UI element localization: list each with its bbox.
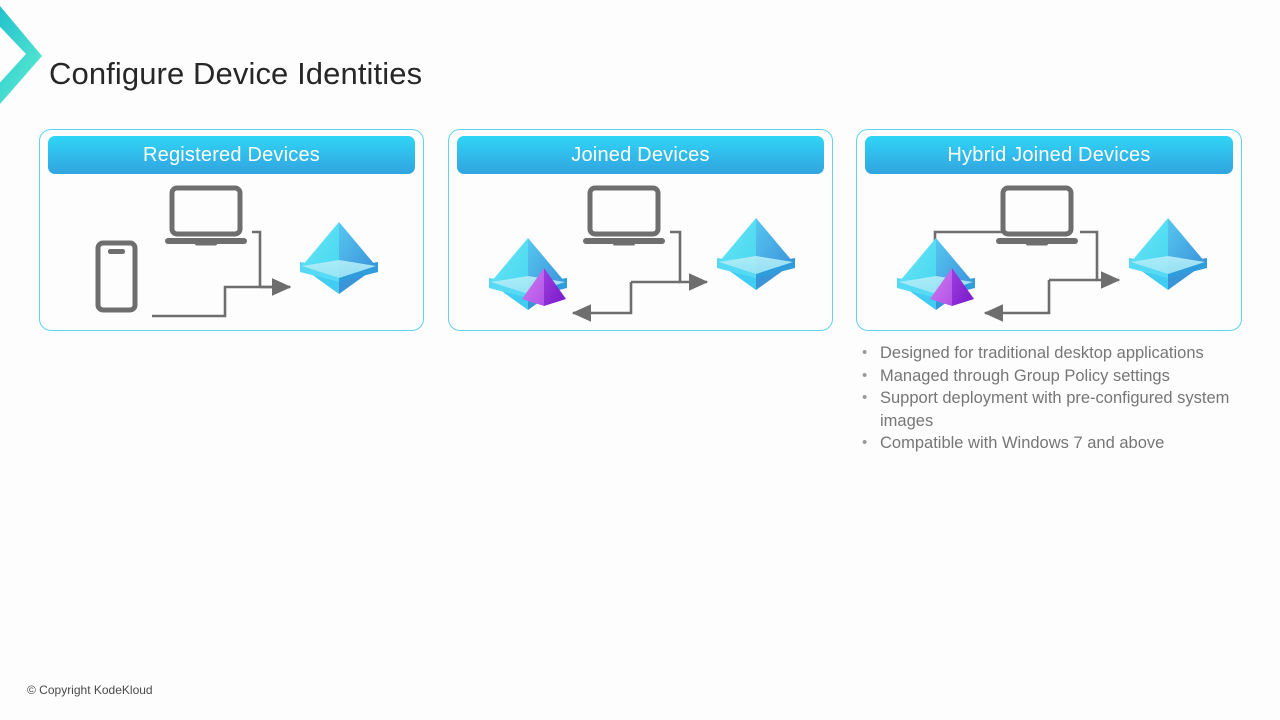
phone-icon <box>95 240 138 313</box>
bullet-marker: • <box>862 389 868 406</box>
hybrid-joined-feature-list: • Designed for traditional desktop appli… <box>862 342 1244 455</box>
bullet-marker: • <box>862 366 868 384</box>
hybrid-pyramid-icon <box>897 238 975 310</box>
card-joined-devices[interactable]: Joined Devices <box>448 129 833 331</box>
list-item: • Support deployment with pre-configured… <box>862 387 1244 432</box>
azure-ad-pyramid-icon <box>717 218 795 290</box>
hybrid-pyramid-icon <box>489 238 567 310</box>
connector-lines <box>152 230 292 318</box>
list-item: • Compatible with Windows 7 and above <box>862 432 1244 455</box>
laptop-icon <box>583 185 665 246</box>
card-body-registered <box>40 176 423 330</box>
page-title: Configure Device Identities <box>49 56 423 91</box>
card-body-hybrid <box>857 176 1241 330</box>
azure-ad-pyramid-icon <box>1129 218 1207 290</box>
card-body-joined <box>449 176 832 330</box>
chevron-right-icon <box>0 4 46 108</box>
card-title-joined: Joined Devices <box>571 143 710 166</box>
laptop-icon <box>165 185 247 246</box>
card-header-registered: Registered Devices <box>48 136 415 174</box>
bullet-marker: • <box>862 434 868 451</box>
list-item-text: Managed through Group Policy settings <box>880 366 1170 385</box>
diagram-hybrid-joined-devices <box>897 185 1207 322</box>
list-item-text: Compatible with Windows 7 and above <box>880 434 1165 452</box>
list-item-text: Support deployment with pre-configured s… <box>880 389 1230 430</box>
diagram-registered-devices <box>95 185 378 318</box>
diagram-joined-devices <box>489 185 795 322</box>
list-item: • Designed for traditional desktop appli… <box>862 342 1244 365</box>
card-header-joined: Joined Devices <box>457 136 824 174</box>
list-item: • Managed through Group Policy settings <box>862 365 1244 388</box>
connector-lines <box>571 230 709 322</box>
copyright-footer: © Copyright KodeKloud <box>27 683 153 697</box>
card-title-hybrid: Hybrid Joined Devices <box>947 143 1151 166</box>
card-hybrid-joined-devices[interactable]: Hybrid Joined Devices <box>856 129 1242 331</box>
card-header-hybrid: Hybrid Joined Devices <box>865 136 1233 174</box>
list-item-text: Designed for traditional desktop applica… <box>880 344 1204 362</box>
bullet-marker: • <box>862 344 868 361</box>
card-registered-devices[interactable]: Registered Devices <box>39 129 424 331</box>
azure-ad-pyramid-icon <box>300 222 378 294</box>
card-title-registered: Registered Devices <box>142 143 320 166</box>
laptop-icon <box>996 185 1078 246</box>
